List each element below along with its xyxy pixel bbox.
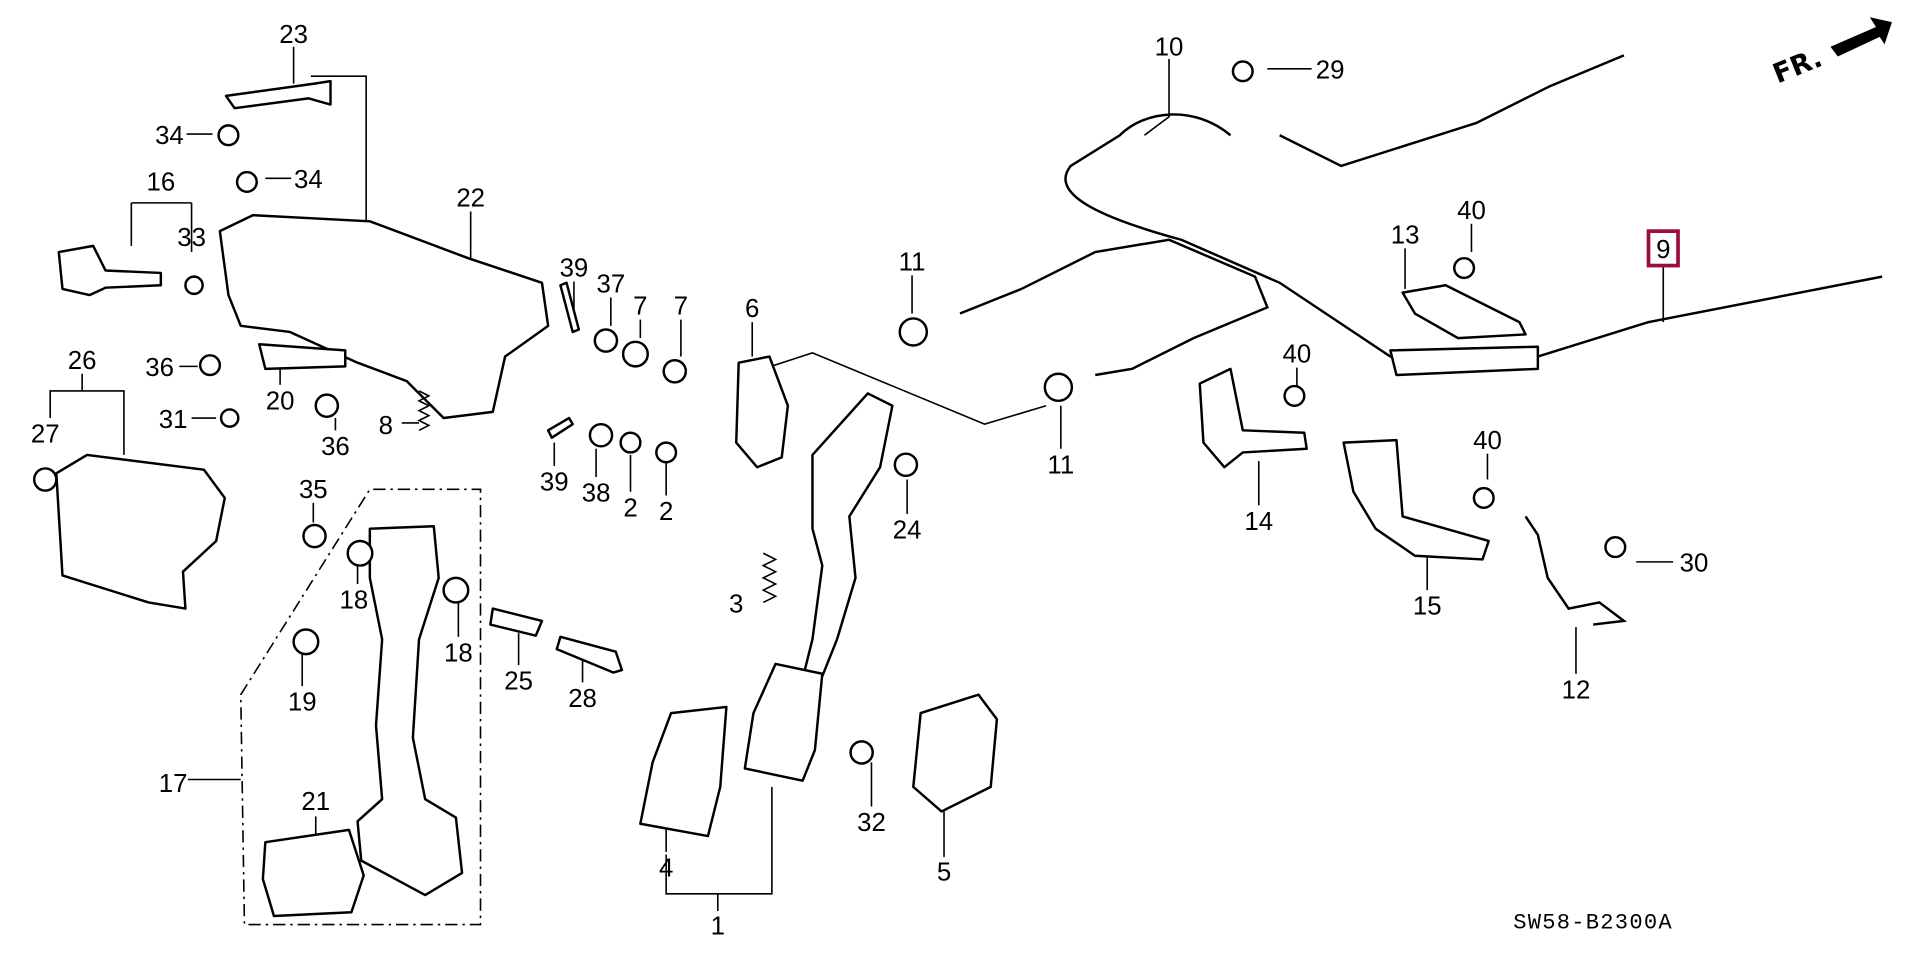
- pedal-bracket: [218, 213, 550, 420]
- stop-switch: [57, 244, 163, 297]
- callout-3[interactable]: 3: [729, 590, 743, 618]
- callout-33[interactable]: 33: [177, 224, 206, 252]
- callout-11[interactable]: 11: [1047, 451, 1074, 479]
- callout-37[interactable]: 37: [596, 271, 625, 299]
- cover-26: [55, 453, 226, 610]
- callout-19[interactable]: 19: [288, 689, 317, 717]
- callout-17[interactable]: 17: [159, 770, 188, 798]
- callout-7[interactable]: 7: [674, 293, 688, 321]
- callout-39[interactable]: 39: [560, 255, 589, 283]
- accelerator-arm: [798, 392, 894, 690]
- brake-pedal: [356, 524, 464, 897]
- callout-40[interactable]: 40: [1473, 427, 1502, 455]
- cable-branch: [959, 238, 1269, 377]
- callout-28[interactable]: 28: [568, 685, 597, 713]
- callout-40[interactable]: 40: [1283, 341, 1312, 369]
- callout-2[interactable]: 2: [659, 498, 673, 526]
- callout-40[interactable]: 40: [1457, 197, 1486, 225]
- callout-10[interactable]: 10: [1155, 33, 1184, 61]
- callout-15[interactable]: 15: [1413, 593, 1442, 621]
- spring-8: [417, 390, 431, 432]
- callout-34[interactable]: 34: [155, 122, 184, 150]
- callout-5[interactable]: 5: [937, 858, 951, 886]
- rod-12: [1524, 515, 1628, 626]
- callout-labels: 1 2 2 3 4 5 6 7 7 8 9 10 11 11 12 13 14 …: [31, 21, 1708, 940]
- callout-12[interactable]: 12: [1562, 676, 1591, 704]
- bracket-14: [1198, 367, 1308, 469]
- callout-22[interactable]: 22: [456, 185, 485, 213]
- lever-6: [735, 355, 790, 469]
- parts: [32, 54, 1883, 918]
- callout-21[interactable]: 21: [301, 788, 330, 816]
- callout-38[interactable]: 38: [582, 480, 611, 508]
- callout-30[interactable]: 30: [1680, 550, 1709, 578]
- callout-32[interactable]: 32: [857, 809, 886, 837]
- bracket-13: [1401, 284, 1527, 340]
- diagram-code: SW58-B2300A: [1513, 910, 1673, 935]
- callout-9[interactable]: 9: [1656, 236, 1670, 264]
- callout-6[interactable]: 6: [745, 295, 759, 323]
- front-direction-indicator: FR.: [1769, 17, 1892, 90]
- callout-16[interactable]: 16: [146, 169, 175, 197]
- cable-sheath-9: [1389, 345, 1540, 377]
- fasteners: [32, 60, 1627, 765]
- callout-39[interactable]: 39: [540, 469, 569, 497]
- callout-18[interactable]: 18: [444, 639, 473, 667]
- callout-13[interactable]: 13: [1391, 221, 1420, 249]
- plate-5: [912, 693, 999, 813]
- spring-3: [761, 552, 778, 604]
- callout-29[interactable]: 29: [1316, 57, 1345, 85]
- cable-10: [1064, 113, 1883, 358]
- callout-2[interactable]: 2: [623, 494, 637, 522]
- callout-24[interactable]: 24: [893, 517, 922, 545]
- callout-35[interactable]: 35: [299, 476, 328, 504]
- callout-1[interactable]: 1: [711, 912, 725, 940]
- callout-7[interactable]: 7: [633, 293, 647, 321]
- pedal-pad-4: [639, 705, 728, 838]
- callout-18[interactable]: 18: [340, 587, 369, 615]
- bracket-15: [1342, 438, 1490, 561]
- upper-bracket: [224, 79, 332, 110]
- callout-26[interactable]: 26: [68, 347, 97, 375]
- callout-4[interactable]: 4: [659, 855, 673, 883]
- callout-23[interactable]: 23: [279, 21, 308, 49]
- cable-10-upper: [1279, 54, 1625, 168]
- callout-31[interactable]: 31: [159, 406, 188, 434]
- callout-27[interactable]: 27: [31, 421, 60, 449]
- fr-label: FR.: [1769, 43, 1827, 90]
- pedal-pad-21: [261, 828, 365, 918]
- callout-11[interactable]: 11: [899, 248, 926, 276]
- arrow-right-icon: [1830, 17, 1892, 57]
- switch-20: [257, 343, 347, 371]
- callout-14[interactable]: 14: [1244, 508, 1273, 536]
- callout-36[interactable]: 36: [145, 354, 174, 382]
- callout-8[interactable]: 8: [379, 412, 393, 440]
- callout-25[interactable]: 25: [504, 668, 533, 696]
- callout-20[interactable]: 20: [266, 387, 295, 415]
- callout-36[interactable]: 36: [321, 433, 350, 461]
- callout-9-highlight: [1646, 229, 1680, 268]
- accelerator-pedal: [743, 662, 824, 782]
- callout-34[interactable]: 34: [294, 166, 323, 194]
